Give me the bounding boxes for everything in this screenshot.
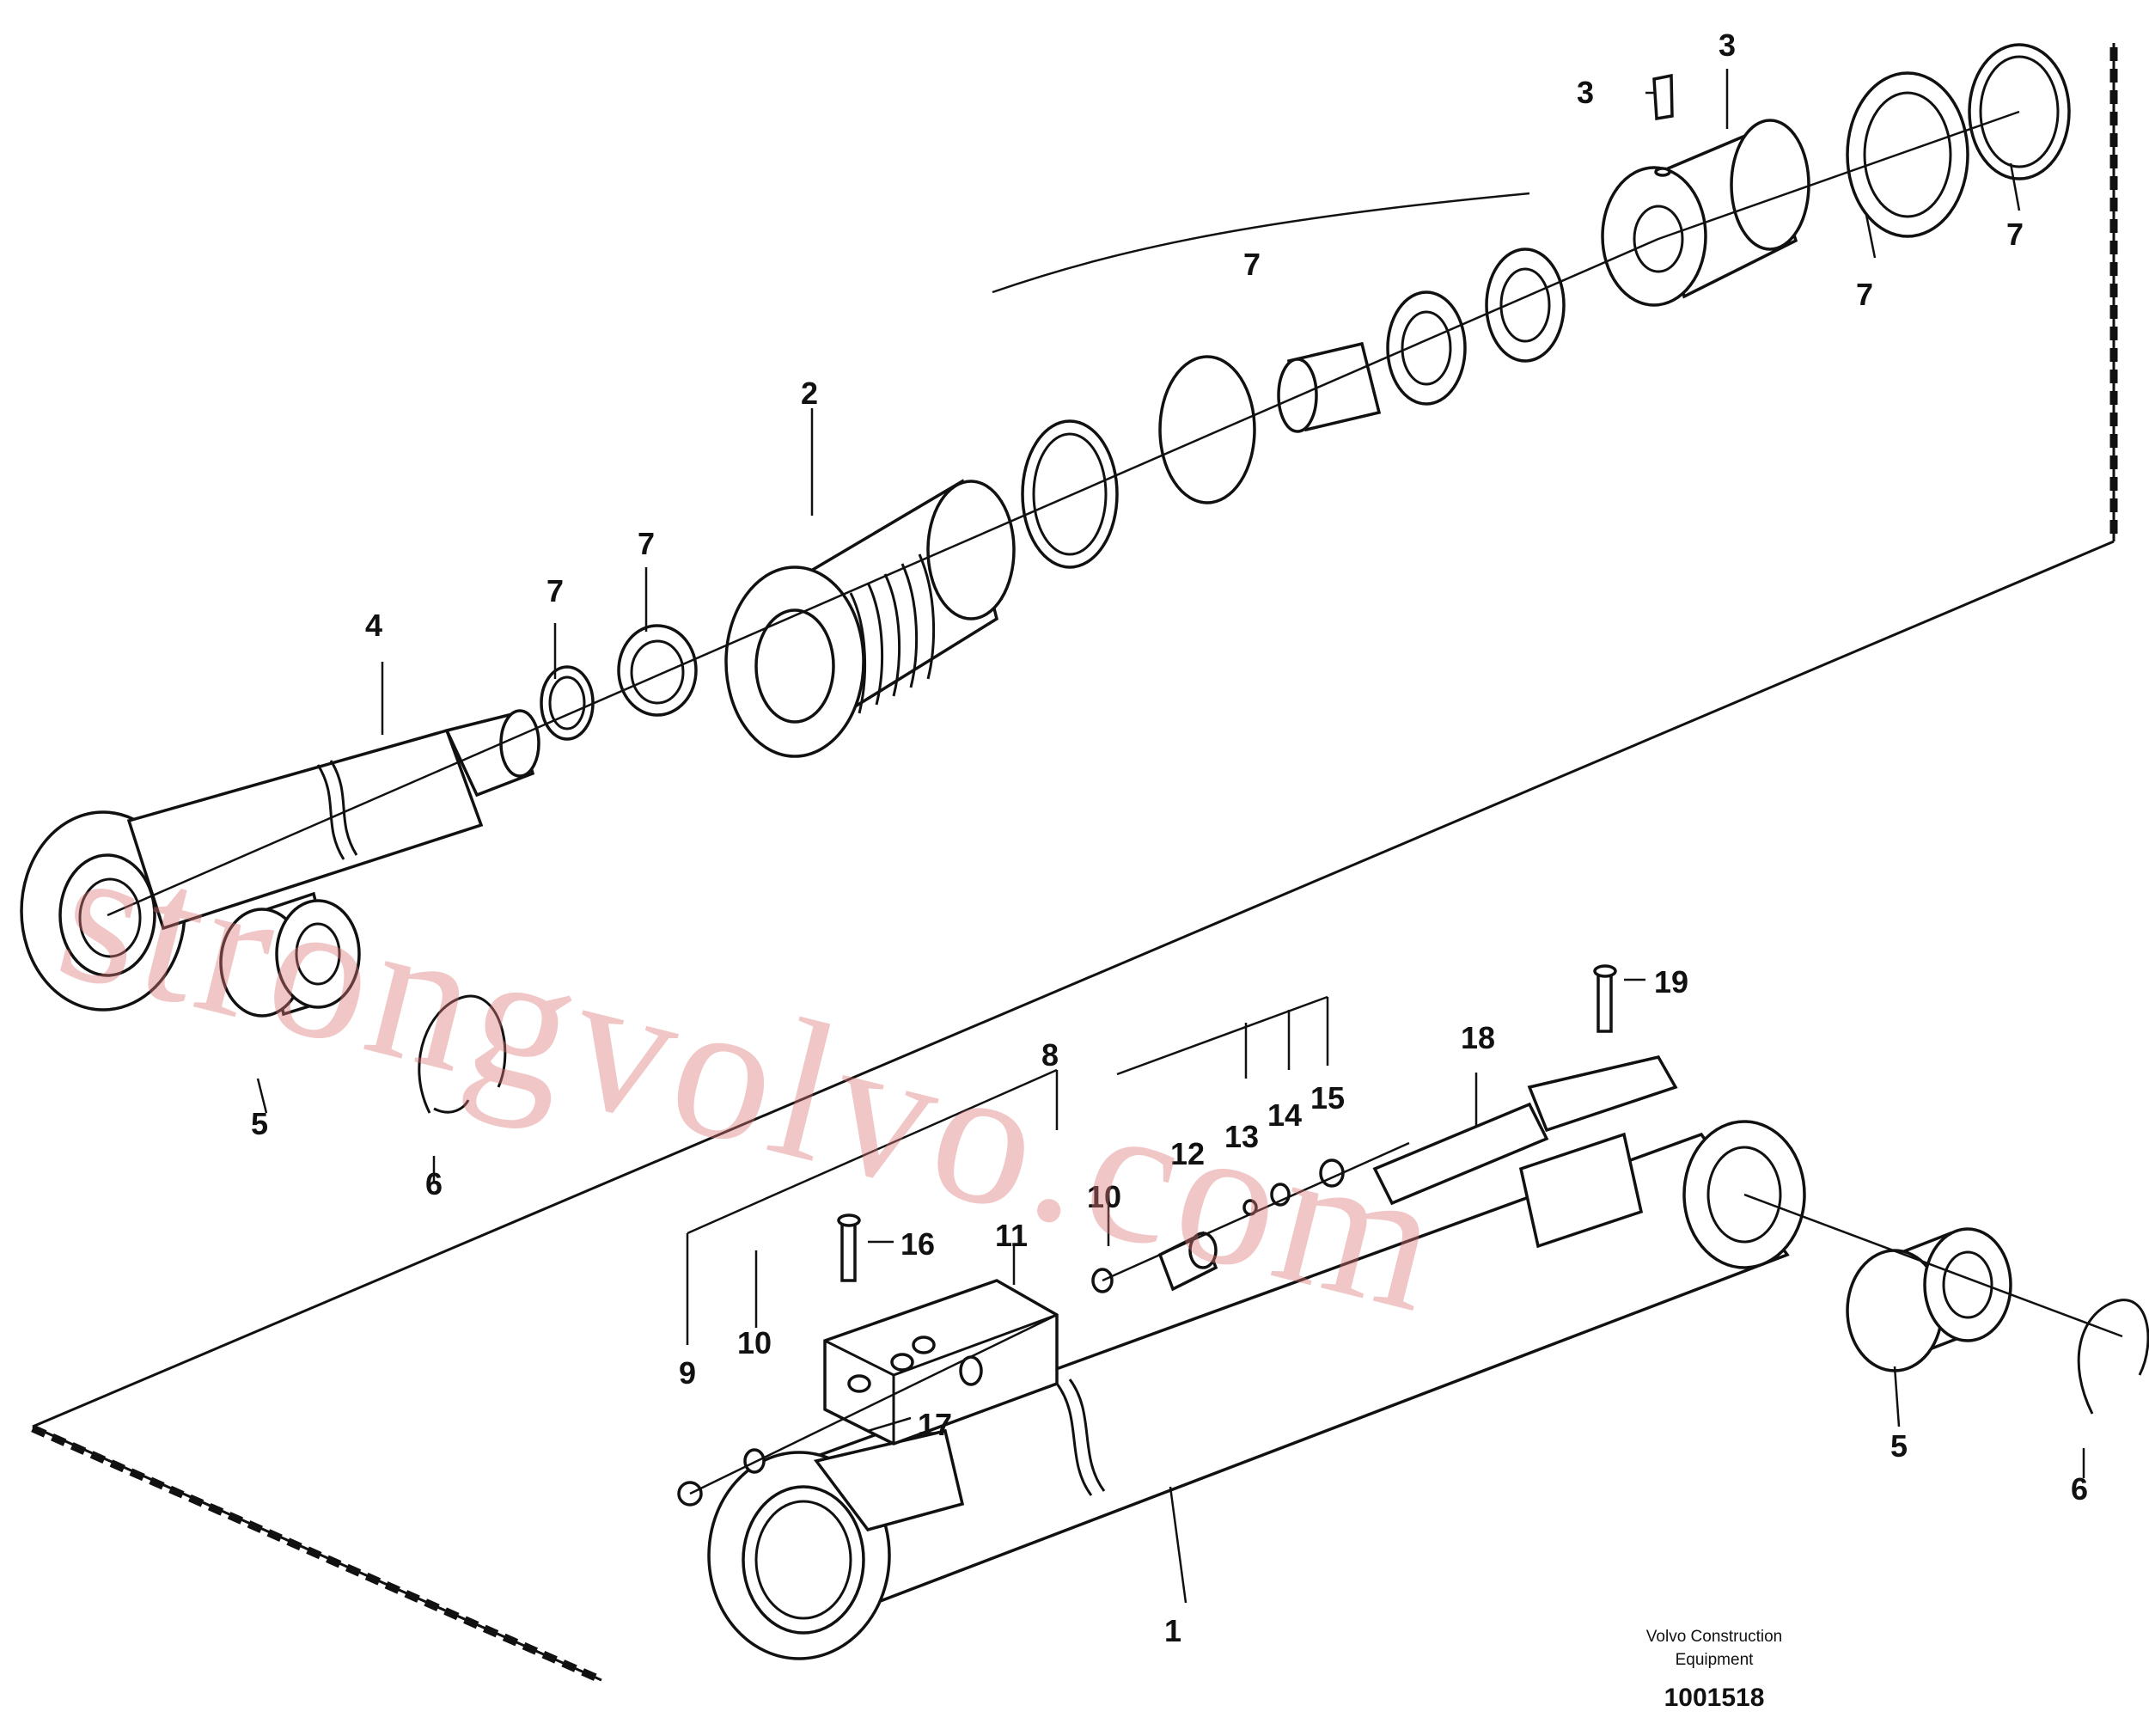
callout-16: 16 [901, 1226, 935, 1262]
callout-18: 18 [1461, 1020, 1495, 1055]
callout-12: 12 [1170, 1136, 1205, 1171]
cylinder-tube [707, 1120, 1806, 1660]
check-valve [1157, 1158, 1345, 1292]
valve-screw [837, 1213, 861, 1282]
callout-10: 10 [737, 1325, 772, 1360]
callout-7: 7 [546, 573, 564, 608]
drawing-number: 1001518 [1664, 1684, 1765, 1712]
head-seal-kit [1021, 248, 1566, 569]
callout-13: 13 [1224, 1119, 1259, 1154]
callout-labels: 1 2 3 3 4 5 5 6 6 7 7 7 7 7 8 9 10 10 11… [251, 28, 2088, 1648]
assembly-axis-upper [107, 110, 2020, 917]
sealing-washer [743, 1268, 1114, 1474]
footer-caption-line1: Volvo Construction [1646, 1628, 1782, 1646]
piston [1601, 119, 1810, 307]
circlip [418, 994, 507, 1114]
callout-7: 7 [1856, 277, 1873, 312]
valve-block [823, 1279, 1059, 1446]
callout-8: 8 [1041, 1037, 1059, 1073]
callout-10: 10 [1087, 1179, 1121, 1214]
callout-17: 17 [918, 1407, 952, 1442]
assembly-boundary [31, 43, 2118, 1684]
rod-wiper [617, 624, 698, 717]
callout-11: 11 [995, 1218, 1028, 1253]
set-screw [1652, 73, 1674, 121]
spherical-bearing-lower [1846, 1227, 2012, 1372]
callout-7: 7 [638, 526, 655, 561]
pipe [1372, 1054, 1678, 1206]
callout-6: 6 [425, 1166, 443, 1201]
callout-14: 14 [1267, 1097, 1302, 1133]
callout-5: 5 [251, 1106, 268, 1141]
callout-7: 7 [1243, 247, 1261, 282]
piston-seal [1846, 71, 1969, 238]
callout-3: 3 [1719, 28, 1736, 63]
leader-lines [256, 69, 2085, 1604]
pipe-screw [1593, 964, 1617, 1033]
footer-caption: Volvo Construction Equipment 1001518 [1646, 1628, 1782, 1712]
spherical-bearing [219, 891, 361, 1018]
footer-caption-line2: Equipment [1676, 1651, 1755, 1669]
assembly-axis-lower [689, 1141, 2123, 1495]
callout-5: 5 [1890, 1428, 1908, 1464]
callout-2: 2 [801, 376, 818, 411]
callout-4: 4 [365, 608, 382, 643]
callout-3: 3 [1577, 75, 1594, 110]
circlip-lower [2077, 1299, 2149, 1415]
rod-seal-ring [540, 665, 595, 741]
callout-7: 7 [2006, 217, 2024, 252]
watermark: strongvolvo.com [41, 800, 1463, 1354]
callout-9: 9 [679, 1355, 696, 1391]
callout-19: 19 [1654, 964, 1688, 999]
callout-1: 1 [1164, 1613, 1181, 1648]
cylinder-head [724, 479, 1016, 758]
callout-6: 6 [2071, 1471, 2088, 1507]
callout-15: 15 [1310, 1080, 1345, 1116]
